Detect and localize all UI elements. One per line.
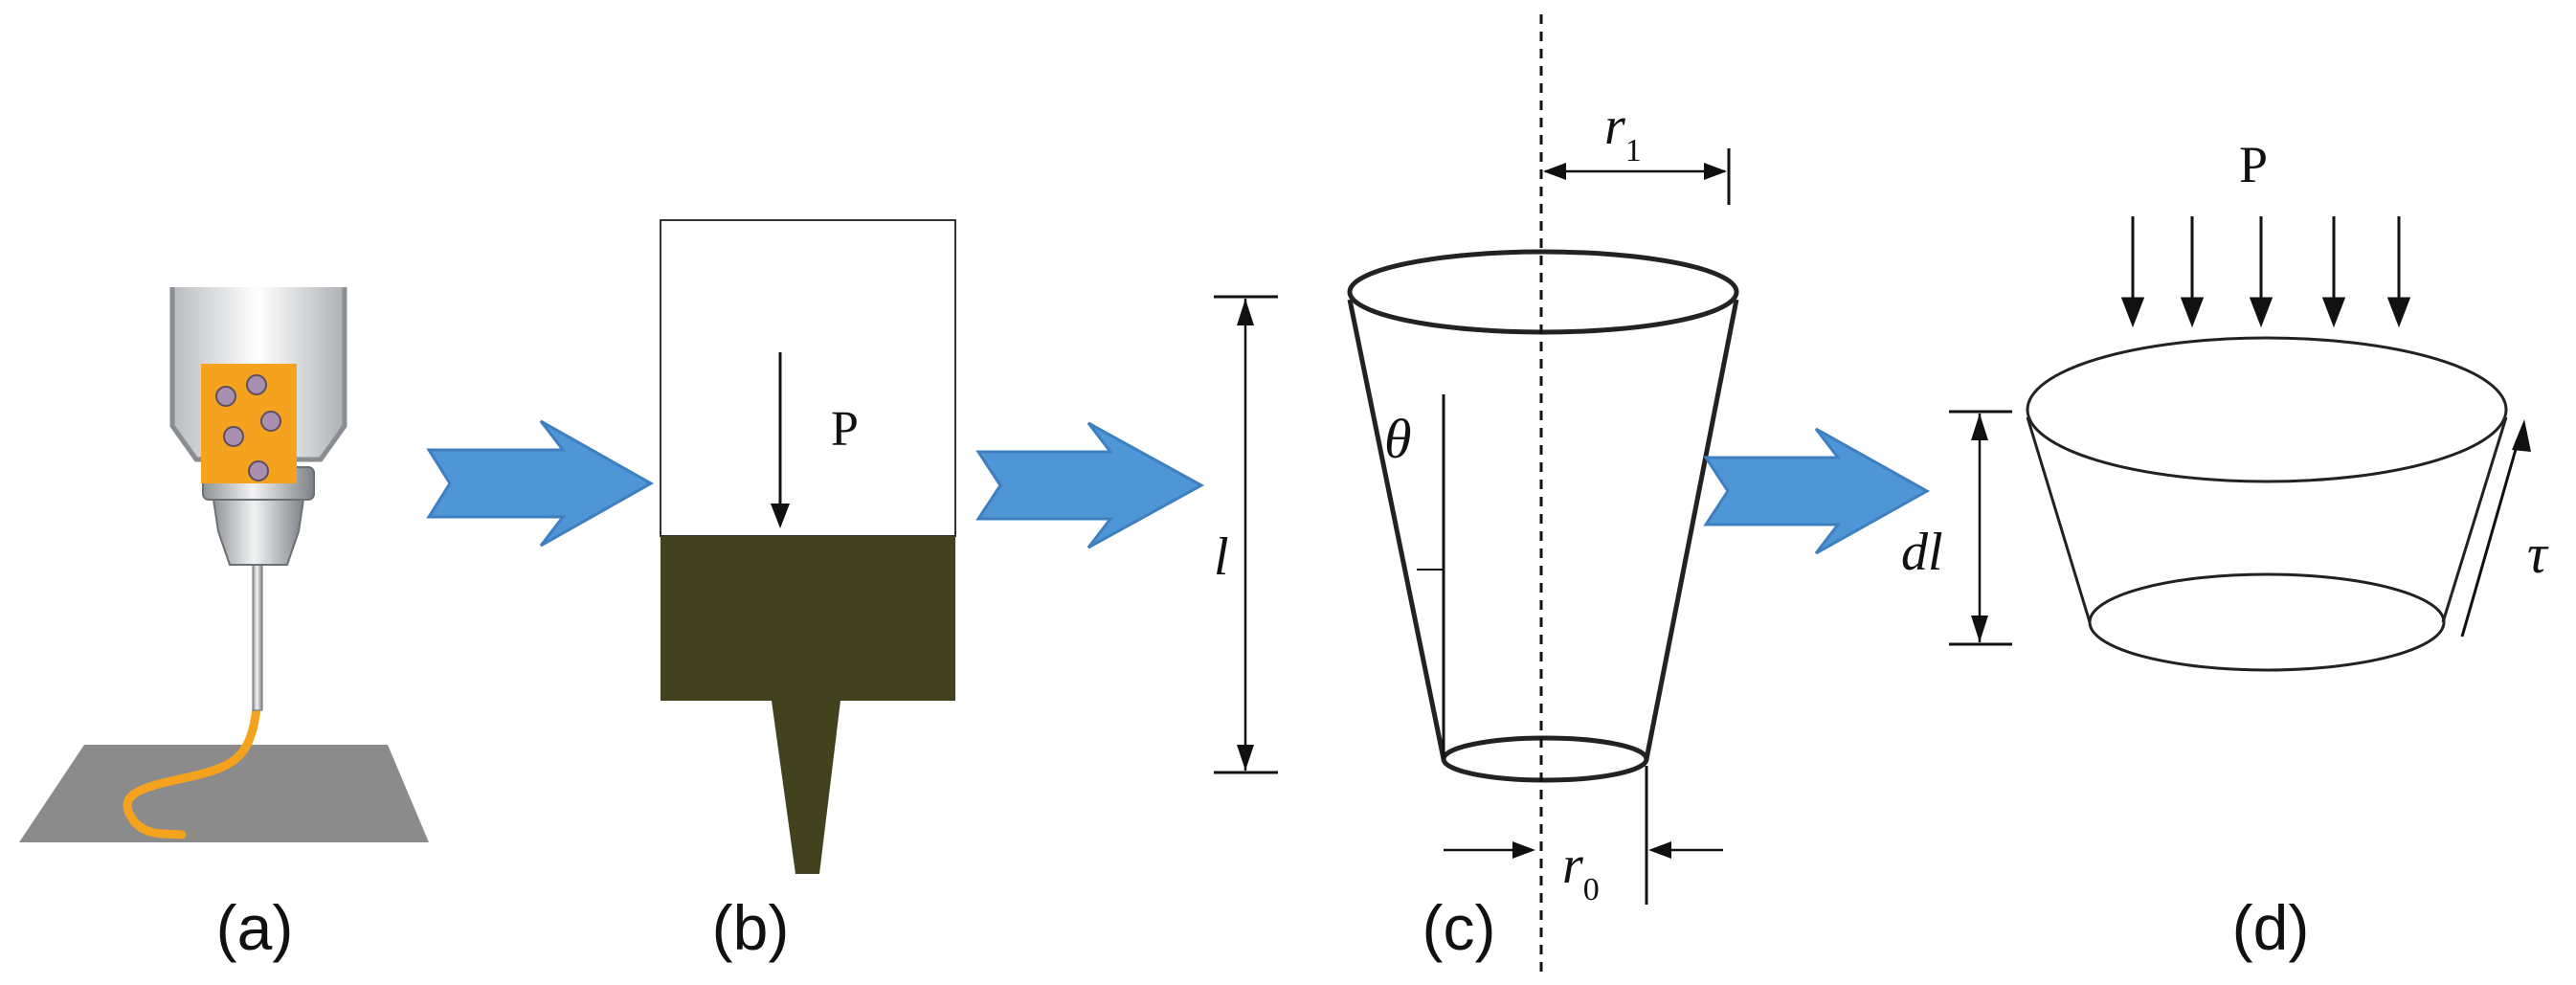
cells	[215, 374, 281, 481]
cone-top-ellipse	[1347, 249, 1739, 335]
caption-d: (d)	[2232, 892, 2310, 963]
panel-a	[19, 287, 429, 842]
panel-b: P	[660, 219, 956, 874]
caption-c: (c)	[1422, 892, 1496, 963]
process-arrow-3	[1703, 427, 1931, 555]
process-arrow-2	[975, 421, 1205, 549]
reservoir-empty	[660, 219, 956, 537]
nozzle-needle	[252, 564, 263, 711]
shear-stress-arrow	[2460, 432, 2522, 638]
element-bottom-ellipse	[2088, 572, 2446, 672]
reservoir-ink	[661, 536, 955, 701]
force-label-b: P	[831, 402, 859, 457]
dl-label: dl	[1901, 523, 1943, 582]
force-label-d: P	[2239, 136, 2268, 193]
element-right-wall	[2441, 416, 2508, 623]
cone-right-wall	[1644, 299, 1739, 760]
pressure-arrow-head	[771, 504, 790, 528]
r0-subscript: 0	[1583, 872, 1600, 907]
panel-d: P dl τ	[1901, 136, 2549, 672]
length-label: l	[1214, 527, 1229, 587]
panel-c: l θ r1 r0	[1214, 14, 1739, 972]
process-arrow-1	[426, 419, 655, 548]
nozzle-hub	[211, 492, 306, 566]
r1-subscript: 1	[1625, 133, 1642, 168]
printed-filament	[123, 704, 261, 839]
cone-left-wall	[1347, 299, 1446, 760]
build-plate	[19, 745, 429, 842]
tau-label: τ	[2527, 523, 2549, 585]
cone-bottom-ellipse	[1441, 735, 1649, 783]
theta-label: θ	[1384, 408, 1412, 470]
pressure-arrows	[2120, 216, 2411, 328]
reservoir-nozzle	[772, 701, 840, 874]
r1-label: r1	[1604, 97, 1642, 168]
caption-a: (a)	[216, 892, 294, 963]
caption-b: (b)	[712, 892, 790, 963]
r0-label: r0	[1562, 836, 1600, 907]
element-left-wall	[2026, 416, 2092, 623]
element-top-ellipse	[2026, 336, 2508, 483]
